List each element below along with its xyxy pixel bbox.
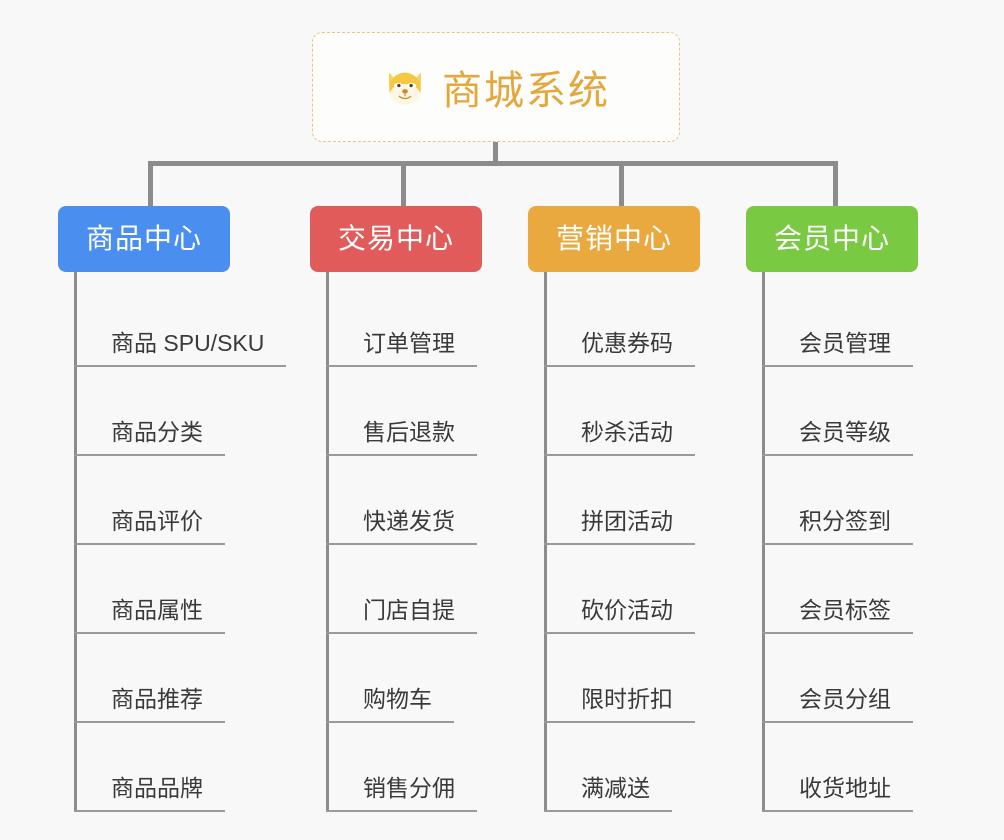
leaf-label: 限时折扣: [544, 688, 695, 723]
leaf-label: 收货地址: [762, 777, 913, 812]
leaf-label: 商品属性: [74, 599, 225, 634]
leaf-item[interactable]: 优惠券码: [544, 278, 700, 367]
category-header-product-center[interactable]: 商品中心: [58, 206, 231, 272]
root-title: 商城系统: [442, 69, 610, 113]
leaf-item[interactable]: 订单管理: [326, 278, 482, 367]
leaf-item[interactable]: 商品属性: [74, 545, 286, 634]
category-header-member-center[interactable]: 会员中心: [746, 206, 919, 272]
root-node[interactable]: 商城系统: [312, 32, 680, 142]
leaf-label: 商品 SPU/SKU: [74, 332, 287, 367]
leaf-label: 购物车: [326, 688, 454, 723]
connector-drop-3: [619, 161, 624, 209]
leaf-label: 快递发货: [326, 510, 477, 545]
leaf-label: 商品分类: [74, 421, 225, 456]
leaf-item[interactable]: 会员标签: [762, 545, 918, 634]
category-header-marketing-center[interactable]: 营销中心: [528, 206, 701, 272]
leaf-label: 会员分组: [762, 688, 913, 723]
shiba-dog-face-icon: [382, 64, 428, 110]
leaf-label: 商品品牌: [74, 777, 225, 812]
connector-drop-4: [833, 161, 838, 209]
leaf-label: 门店自提: [326, 599, 477, 634]
leaf-item[interactable]: 砍价活动: [544, 545, 700, 634]
leaf-item[interactable]: 商品品牌: [74, 723, 286, 812]
branch-trade-center: 交易中心 订单管理 售后退款 快递发货 门店自提 购物车 销售分佣: [310, 206, 483, 812]
leaf-item[interactable]: 限时折扣: [544, 634, 700, 723]
leaf-item[interactable]: 会员分组: [762, 634, 918, 723]
leaf-item[interactable]: 秒杀活动: [544, 367, 700, 456]
leaf-label: 满减送: [544, 777, 672, 812]
leaf-item[interactable]: 售后退款: [326, 367, 482, 456]
leaf-item[interactable]: 购物车: [326, 634, 482, 723]
leaf-item[interactable]: 满减送: [544, 723, 700, 812]
leaf-item[interactable]: 销售分佣: [326, 723, 482, 812]
leaf-item[interactable]: 门店自提: [326, 545, 482, 634]
leaf-list-marketing-center: 优惠券码 秒杀活动 拼团活动 砍价活动 限时折扣 满减送: [544, 272, 700, 812]
leaf-label: 会员标签: [762, 599, 913, 634]
leaf-item[interactable]: 商品评价: [74, 456, 286, 545]
category-header-trade-center[interactable]: 交易中心: [310, 206, 483, 272]
leaf-item[interactable]: 会员等级: [762, 367, 918, 456]
leaf-label: 会员管理: [762, 332, 913, 367]
branch-member-center: 会员中心 会员管理 会员等级 积分签到 会员标签 会员分组 收货地址: [746, 206, 919, 812]
leaf-item[interactable]: 积分签到: [762, 456, 918, 545]
leaf-list-product-center: 商品 SPU/SKU 商品分类 商品评价 商品属性 商品推荐 商品品牌: [74, 272, 287, 812]
leaf-list-trade-center: 订单管理 售后退款 快递发货 门店自提 购物车 销售分佣: [326, 272, 482, 812]
leaf-label: 积分签到: [762, 510, 913, 545]
leaf-item[interactable]: 商品推荐: [74, 634, 286, 723]
branch-product-center: 商品中心 商品 SPU/SKU 商品分类 商品评价 商品属性 商品推荐 商品品牌: [58, 206, 287, 812]
leaf-list-member-center: 会员管理 会员等级 积分签到 会员标签 会员分组 收货地址: [762, 272, 918, 812]
leaf-item[interactable]: 拼团活动: [544, 456, 700, 545]
leaf-item[interactable]: 快递发货: [326, 456, 482, 545]
leaf-label: 优惠券码: [544, 332, 695, 367]
leaf-item[interactable]: 会员管理: [762, 278, 918, 367]
branch-marketing-center: 营销中心 优惠券码 秒杀活动 拼团活动 砍价活动 限时折扣 满减送: [528, 206, 701, 812]
leaf-item[interactable]: 商品 SPU/SKU: [74, 278, 287, 367]
leaf-label: 砍价活动: [544, 599, 695, 634]
leaf-label: 会员等级: [762, 421, 913, 456]
leaf-label: 售后退款: [326, 421, 477, 456]
leaf-item[interactable]: 商品分类: [74, 367, 286, 456]
leaf-label: 商品评价: [74, 510, 225, 545]
leaf-label: 商品推荐: [74, 688, 225, 723]
connector-horizontal-bus: [148, 161, 838, 166]
connector-drop-2: [401, 161, 406, 209]
leaf-label: 销售分佣: [326, 777, 477, 812]
connector-drop-1: [148, 161, 153, 209]
leaf-label: 订单管理: [326, 332, 477, 367]
leaf-item[interactable]: 收货地址: [762, 723, 918, 812]
connector-root-stub: [493, 142, 498, 166]
leaf-label: 拼团活动: [544, 510, 695, 545]
leaf-label: 秒杀活动: [544, 421, 695, 456]
